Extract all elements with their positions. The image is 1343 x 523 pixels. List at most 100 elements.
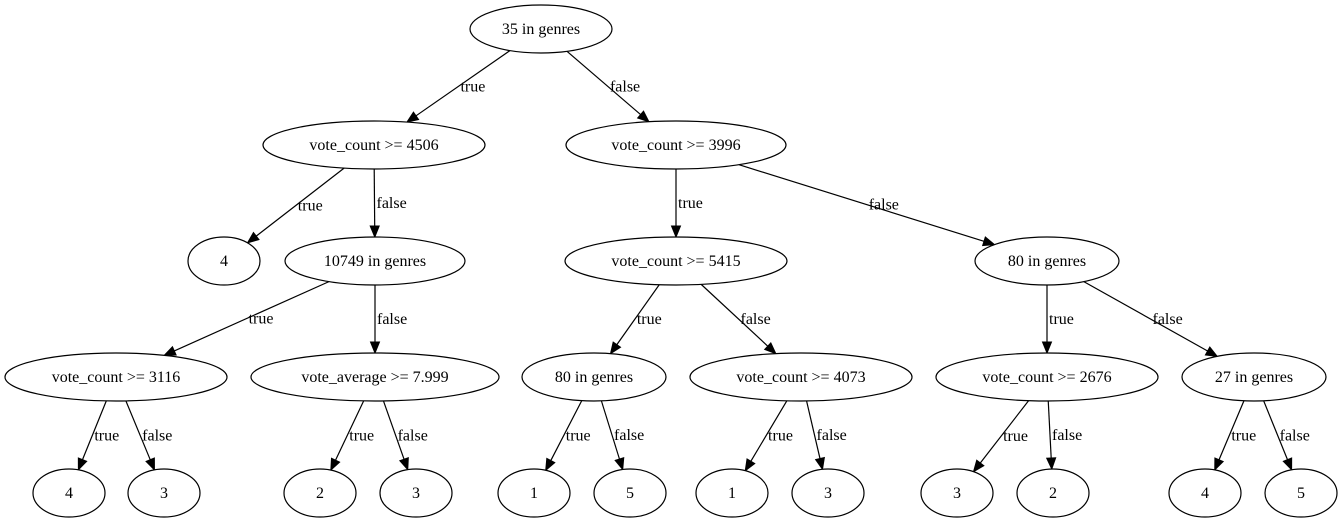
split-node-n4: 10749 in genres — [284, 236, 466, 286]
edge-label-false: false — [610, 79, 640, 96]
node-label: 80 in genres — [555, 369, 633, 386]
edge-n2-n6-false: false — [738, 164, 996, 247]
edge-arrowhead — [609, 341, 622, 355]
edge-line — [1047, 400, 1052, 459]
edge-line — [750, 400, 788, 462]
edge-label-false: false — [1153, 311, 1183, 328]
node-ellipse — [127, 468, 201, 518]
edge-arrowhead — [614, 456, 625, 471]
node-label: vote_count >= 3116 — [52, 369, 181, 386]
node-ellipse — [4, 352, 228, 402]
split-node-n0: 35 in genres — [469, 4, 613, 54]
edge-label-false: false — [741, 311, 771, 328]
edge-arrowhead — [163, 345, 177, 356]
edge-arrowhead — [1041, 341, 1053, 355]
node-label: 4 — [220, 253, 228, 270]
edge-n10-n19-true: true — [744, 400, 793, 472]
edge-n11-n21-true: true — [972, 400, 1030, 473]
edge-n12-n24-false: false — [1263, 400, 1310, 472]
node-label: 1 — [728, 485, 736, 502]
tree-edges: true false true false true false true false true… — [77, 50, 1310, 473]
node-label: vote_count >= 4073 — [736, 369, 865, 386]
edge-arrowhead — [145, 457, 155, 472]
edge-label-false: false — [869, 197, 899, 214]
edge-n0-n1-true: true — [405, 50, 511, 123]
edge-line — [805, 400, 821, 459]
leaf-node-n15: 2 — [283, 468, 357, 518]
split-node-n12: 27 in genres — [1181, 352, 1327, 402]
tree-nodes: 35 in genres vote_count >= 4506 vote_count… — [4, 4, 1338, 518]
edge-n10-n20-false: false — [805, 400, 847, 471]
node-label: 5 — [1297, 485, 1305, 502]
edge-line — [1083, 281, 1208, 352]
node-ellipse — [283, 468, 357, 518]
split-node-n11: vote_count >= 2676 — [935, 352, 1159, 402]
node-label: 3 — [953, 485, 961, 502]
node-ellipse — [187, 236, 261, 286]
node-label: 5 — [626, 485, 634, 502]
edge-label-true: true — [1231, 427, 1256, 444]
node-ellipse — [497, 468, 571, 518]
edge-line — [979, 400, 1030, 464]
node-label: vote_average >= 7.999 — [301, 369, 448, 386]
node-label: vote_count >= 4506 — [309, 137, 438, 154]
edge-label-true: true — [94, 427, 119, 444]
node-ellipse — [935, 352, 1159, 402]
node-ellipse — [565, 120, 787, 170]
edge-label-false: false — [614, 427, 644, 444]
node-label: 3 — [412, 485, 420, 502]
edge-n6-n11-true: true — [1041, 285, 1074, 355]
edge-n4-n7-true: true — [163, 281, 330, 356]
leaf-node-n20: 3 — [791, 468, 865, 518]
edge-arrowhead — [670, 225, 682, 239]
edge-line — [738, 164, 985, 242]
edge-n12-n23-true: true — [1214, 400, 1256, 472]
edge-n9-n17-true: true — [545, 400, 591, 472]
edge-arrowhead — [814, 456, 825, 471]
edge-line — [415, 50, 511, 117]
edge-label-false: false — [398, 427, 428, 444]
edge-arrowhead — [246, 231, 260, 244]
split-node-n9: 80 in genres — [521, 352, 667, 402]
leaf-node-n3: 4 — [187, 236, 261, 286]
edge-n2-n5-true: true — [670, 169, 703, 239]
edge-n0-n2-false: false — [566, 50, 650, 123]
edge-arrowhead — [744, 458, 756, 472]
node-label: vote_count >= 2676 — [982, 369, 1111, 386]
edge-n1-n4-false: false — [369, 168, 407, 239]
node-ellipse — [689, 352, 913, 402]
edge-n6-n12-false: false — [1083, 281, 1219, 358]
leaf-node-n16: 3 — [379, 468, 453, 518]
edge-n11-n22-false: false — [1045, 400, 1082, 471]
node-ellipse — [791, 468, 865, 518]
edge-n8-n16-false: false — [382, 400, 428, 471]
edge-arrowhead — [981, 236, 996, 247]
edge-n8-n15-true: true — [330, 400, 374, 472]
edge-arrowhead — [1045, 457, 1057, 471]
edge-n9-n18-false: false — [600, 400, 644, 471]
edge-label-false: false — [1052, 427, 1082, 444]
edge-label-true: true — [678, 195, 703, 212]
node-label: 10749 in genres — [324, 253, 426, 270]
edge-line — [700, 283, 769, 347]
node-ellipse — [284, 236, 466, 286]
leaf-node-n13: 4 — [32, 468, 106, 518]
edge-line — [616, 284, 660, 346]
edge-label-true: true — [1049, 311, 1074, 328]
edge-arrowhead — [369, 341, 381, 355]
edge-arrowhead — [636, 110, 650, 123]
split-node-n5: vote_count >= 5415 — [564, 236, 788, 286]
leaf-node-n17: 1 — [497, 468, 571, 518]
edge-label-false: false — [1280, 427, 1310, 444]
node-ellipse — [1168, 468, 1242, 518]
node-label: 4 — [1201, 485, 1209, 502]
node-ellipse — [521, 352, 667, 402]
node-label: 1 — [530, 485, 538, 502]
edge-label-true: true — [637, 311, 662, 328]
edge-line — [1263, 400, 1289, 460]
leaf-node-n24: 5 — [1264, 468, 1338, 518]
edge-arrowhead — [972, 459, 985, 473]
node-ellipse — [920, 468, 994, 518]
node-ellipse — [1181, 352, 1327, 402]
